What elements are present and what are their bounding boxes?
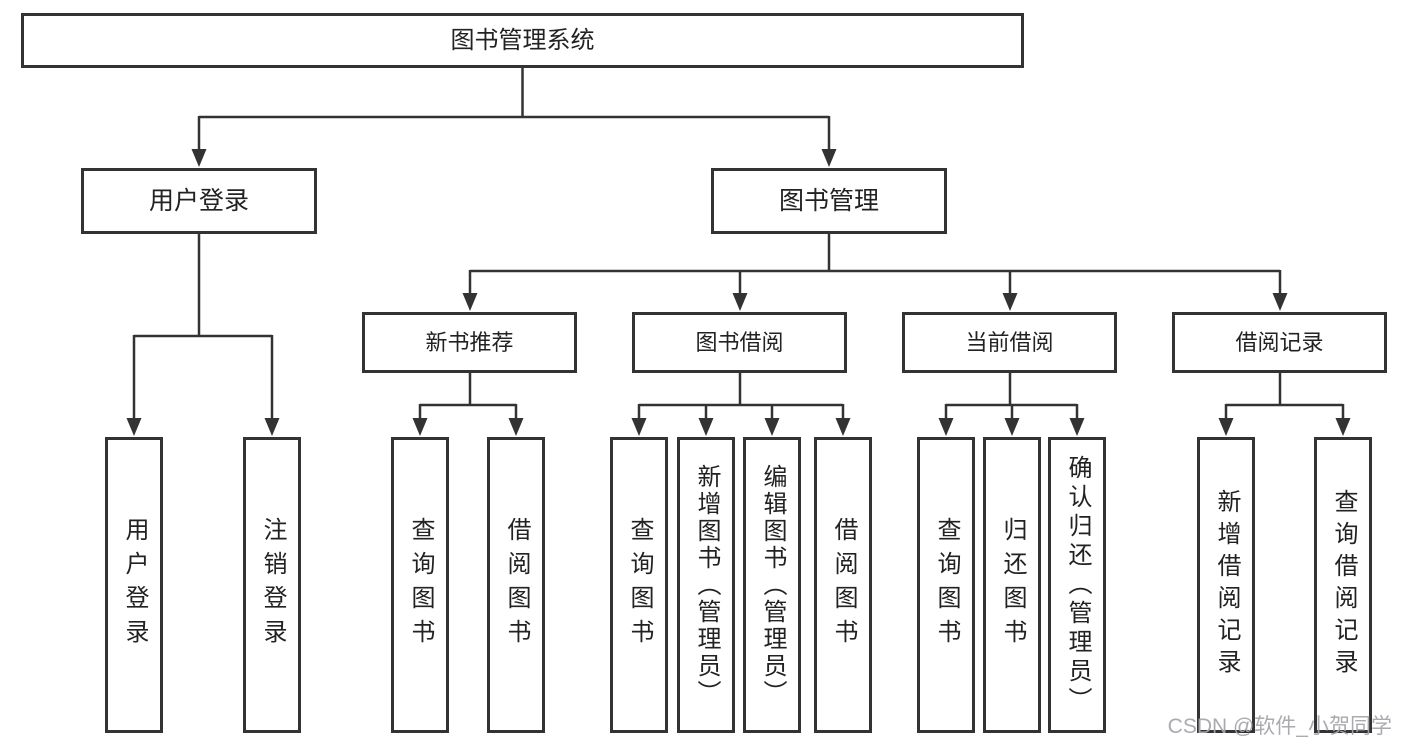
leaf-nbr-borrow-books: 借阅图书 (487, 437, 545, 733)
node-root-label: 图书管理系统 (450, 26, 595, 54)
leaf-bb-add-books-admin-label: 新增图书（管理员） (693, 463, 720, 707)
leaf-bb-borrow-books: 借阅图书 (814, 437, 872, 733)
node-book-borrow-label: 图书借阅 (695, 329, 784, 355)
leaf-cb-query-books-label: 查询图书 (933, 517, 960, 653)
node-book-borrow: 图书借阅 (632, 312, 847, 373)
csdn-watermark: CSDN @软件_小贺同学 (1167, 715, 1392, 738)
leaf-user-login-label: 用户登录 (121, 517, 148, 653)
node-current-borrow-label: 当前借阅 (965, 329, 1054, 355)
node-user-login-label: 用户登录 (148, 186, 249, 215)
leaf-bb-edit-books-admin: 编辑图书（管理员） (743, 437, 801, 733)
node-book-management: 图书管理 (711, 168, 947, 234)
leaf-logout-label: 注销登录 (259, 517, 286, 653)
leaf-cb-return-books: 归还图书 (983, 437, 1041, 733)
leaf-bb-query-books: 查询图书 (610, 437, 668, 733)
leaf-nbr-query-books: 查询图书 (391, 437, 449, 733)
leaf-nbr-query-books-label: 查询图书 (407, 517, 434, 653)
arrowheads (126, 149, 1351, 436)
leaf-br-query-record: 查询借阅记录 (1314, 437, 1372, 733)
node-new-book-recommend-label: 新书推荐 (425, 329, 514, 355)
leaf-br-query-record-label: 查询借阅记录 (1330, 489, 1357, 681)
leaf-cb-return-books-label: 归还图书 (999, 517, 1026, 653)
leaf-bb-add-books-admin: 新增图书（管理员） (677, 437, 735, 733)
leaf-logout: 注销登录 (243, 437, 301, 733)
node-borrow-records-label: 借阅记录 (1235, 329, 1324, 355)
node-borrow-records: 借阅记录 (1172, 312, 1387, 373)
node-root: 图书管理系统 (21, 13, 1024, 68)
leaf-br-add-record: 新增借阅记录 (1197, 437, 1255, 733)
node-new-book-recommend: 新书推荐 (362, 312, 577, 373)
leaf-user-login: 用户登录 (105, 437, 163, 733)
leaf-br-add-record-label: 新增借阅记录 (1213, 489, 1240, 681)
leaf-nbr-borrow-books-label: 借阅图书 (503, 517, 530, 653)
leaf-bb-query-books-label: 查询图书 (626, 517, 653, 653)
leaf-bb-edit-books-admin-label: 编辑图书（管理员） (759, 463, 786, 707)
leaf-cb-confirm-return-admin: 确认归还（管理员） (1048, 437, 1106, 733)
leaf-cb-query-books: 查询图书 (917, 437, 975, 733)
node-current-borrow: 当前借阅 (902, 312, 1117, 373)
leaf-bb-borrow-books-label: 借阅图书 (830, 517, 857, 653)
node-book-management-label: 图书管理 (778, 186, 879, 215)
leaf-cb-confirm-return-admin-label: 确认归还（管理员） (1064, 454, 1091, 716)
node-user-login: 用户登录 (81, 168, 317, 234)
